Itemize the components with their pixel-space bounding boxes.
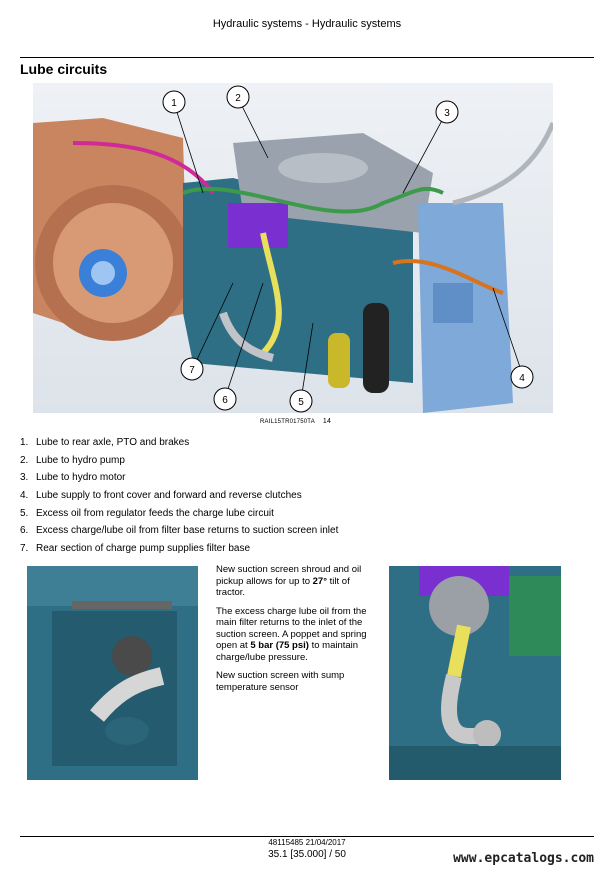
callout-6-label: 6: [222, 395, 228, 406]
callout-6: 6: [213, 387, 237, 411]
note-excess-oil: The excess charge lube oil from the main…: [216, 605, 367, 663]
note-suction-screen: New suction screen with sump temperature…: [216, 670, 345, 693]
callout-4-label: 4: [519, 373, 525, 384]
filter-black: [363, 303, 389, 393]
suction-shroud-photo: [27, 566, 198, 780]
screen-body: [473, 720, 501, 748]
callout-7-label: 7: [189, 365, 195, 376]
callout-7: 7: [180, 357, 204, 381]
callout-3: 3: [435, 100, 459, 124]
pipe-green: [182, 186, 444, 214]
breather-pipe: [452, 122, 553, 206]
purple-component: [228, 203, 288, 248]
figure-code: RAIL15TR01750TA: [260, 419, 315, 425]
pipe-magenta: [72, 141, 215, 195]
callout-2-label: 2: [235, 93, 241, 104]
callout-3-label: 3: [444, 108, 450, 119]
legend-item: 1.Lube to rear axle, PTO and brakes: [20, 437, 190, 448]
footer-rule: [20, 836, 594, 837]
figure-number: 14: [322, 418, 332, 425]
legend-item: 4.Lube supply to front cover and forward…: [20, 490, 302, 502]
callout-2: 2: [226, 85, 250, 109]
legend-item: 5.Excess oil from regulator feeds the ch…: [20, 507, 274, 519]
suction-elbow: [219, 311, 275, 362]
note-tilt: New suction screen shroud and oil pickup…: [216, 564, 362, 598]
callout-1-label: 1: [171, 98, 177, 109]
legend-list: 1.Lube to rear axle, PTO and brakes 2.Lu…: [20, 434, 338, 558]
callout-5-label: 5: [298, 397, 304, 408]
legend-item: 6.Excess charge/lube oil from filter bas…: [20, 525, 339, 537]
pickup-pipe: [90, 667, 165, 722]
suction-screen-photo: [389, 566, 561, 780]
gear-shadow: [112, 636, 152, 676]
suction-elbow: [441, 674, 484, 744]
callout-4: 4: [510, 365, 534, 389]
callout-1: 1: [162, 90, 186, 114]
filter-yellow: [328, 333, 350, 388]
legend-item: 7.Rear section of charge pump supplies f…: [20, 543, 251, 555]
callout-5: 5: [289, 389, 313, 413]
notes-text: New suction screen shroud and oil pickup…: [216, 564, 381, 700]
footer-page-number: 35.1 [35.000] / 50: [268, 849, 346, 860]
legend-item: 3.Lube to hydro motor: [20, 472, 126, 484]
watermark: www.epcatalogs.com: [453, 851, 594, 866]
section-title: Lube circuits: [20, 61, 108, 77]
pipe-orange: [392, 259, 504, 295]
page-header-title: Hydraulic systems - Hydraulic systems: [212, 18, 402, 30]
legend-item: 2.Lube to hydro pump: [20, 454, 125, 466]
footer-doc-id: 48115485 21/04/2017: [268, 838, 346, 847]
lube-circuits-figure: 1 2 3 4 5 6 7: [33, 83, 553, 413]
yellow-pipe: [447, 624, 471, 678]
figure-caption: RAIL15TR01750TA 14: [260, 418, 331, 425]
transmission-illustration: 1 2 3 4 5 6 7: [33, 85, 553, 413]
header-rule: [20, 57, 594, 58]
pipe-yellow: [260, 232, 282, 356]
